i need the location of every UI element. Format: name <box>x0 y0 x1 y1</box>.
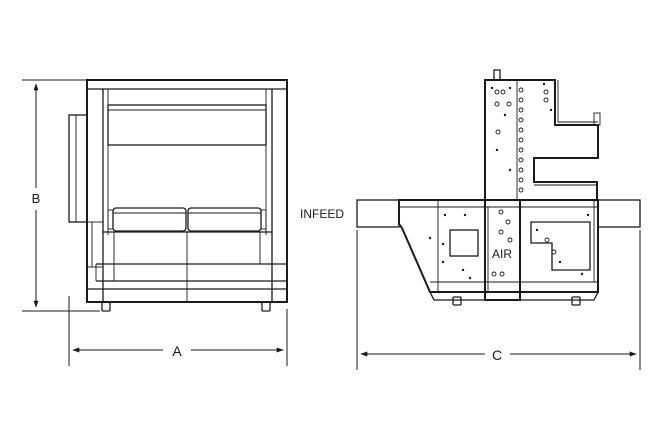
side-foot-right <box>571 296 581 306</box>
infeed-label: INFEED <box>300 207 344 221</box>
inspection-window <box>449 229 479 257</box>
front-view <box>68 79 288 312</box>
top-vent-stub <box>493 69 501 81</box>
outfeed-cutout <box>530 221 591 271</box>
body-holes <box>428 209 590 280</box>
side-foot-left <box>452 296 462 306</box>
dimension-c: C <box>356 230 641 370</box>
front-upper-panel <box>107 104 267 146</box>
dimension-a-label: A <box>172 343 182 359</box>
infeed-conveyor <box>356 199 400 228</box>
main-body <box>398 199 599 293</box>
front-foot-left <box>101 301 111 312</box>
front-side-panel <box>68 114 88 223</box>
side-view: INFEED AIR <box>300 69 641 306</box>
outfeed-conveyor <box>597 199 641 228</box>
dimension-c-label: C <box>492 347 502 363</box>
front-roll-left <box>112 207 187 232</box>
dimension-b-label: B <box>32 191 41 206</box>
upper-tower <box>484 79 599 301</box>
tower-holes <box>490 82 553 193</box>
front-roll-right <box>187 207 262 232</box>
dimension-a: A <box>68 296 288 366</box>
front-foot-right <box>261 301 271 312</box>
air-label: AIR <box>492 247 512 261</box>
dimension-b: B <box>22 79 100 312</box>
